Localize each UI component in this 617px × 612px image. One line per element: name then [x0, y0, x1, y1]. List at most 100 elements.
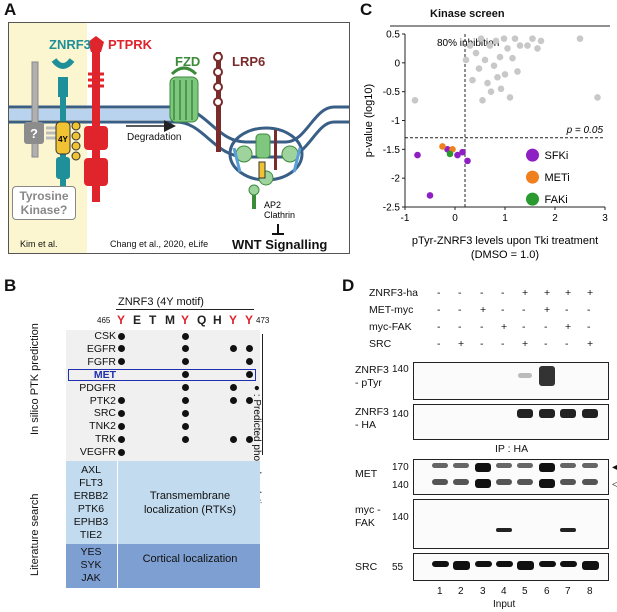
point-other [537, 37, 545, 45]
band-src [474, 561, 492, 567]
point-other [477, 35, 485, 42]
band-fak-7 [560, 528, 576, 532]
met-mw-170: 170 [392, 462, 409, 473]
point-other [475, 65, 483, 72]
point-sfki [454, 151, 461, 159]
phospho-dot [181, 371, 189, 379]
sign: - [480, 338, 484, 350]
seq-residue: T [149, 313, 157, 327]
kinase-flt3: FLT3 [79, 476, 103, 489]
kinase-ptk2: PTK2 [89, 394, 116, 407]
input-label: Input [493, 599, 516, 610]
wnt-signalling-label: WNT Signalling [232, 237, 328, 252]
phospho-3 [71, 141, 81, 151]
sign: - [480, 321, 484, 333]
chart-title: Kinase screen [430, 8, 505, 20]
seq-residue: H [213, 313, 222, 327]
point-other [529, 35, 536, 42]
seq-residue: E [133, 313, 142, 327]
kinase-csk: CSK [94, 330, 116, 342]
predicted-rule [262, 334, 263, 455]
ptprk-d1 [84, 126, 108, 150]
point-other [472, 49, 480, 57]
sign: - [480, 287, 484, 299]
sign: + [565, 321, 572, 333]
panel-label-b: B [4, 276, 17, 295]
lane-number: 8 [587, 586, 593, 597]
point-other [484, 79, 491, 87]
y-tick-label: 0.5 [386, 30, 400, 41]
blot-ha [413, 404, 609, 440]
phospho-dot [181, 345, 189, 353]
band-ha [517, 409, 533, 418]
kinase-stem [31, 61, 39, 158]
znrf3-head [58, 77, 68, 97]
legend-label: METi [545, 172, 570, 184]
y-tick-label: -1 [391, 116, 400, 127]
phospho-dot [117, 397, 125, 404]
row-label-2: myc-FAK [369, 321, 412, 333]
src-label: SRC [355, 561, 378, 573]
ptprk-label: PTPRK [108, 37, 153, 52]
point-other [497, 85, 505, 93]
legend-swatch [526, 170, 539, 184]
group-insilico-label: In silico PTK prediction [29, 323, 41, 435]
phospho-dot [181, 332, 189, 340]
phospho-dot [229, 397, 237, 404]
sign: + [480, 304, 487, 316]
phospho-dot [117, 358, 125, 366]
seq-start: 465 [97, 316, 111, 325]
band-met-170 [432, 463, 448, 468]
legend-swatch [526, 148, 539, 162]
band-met-170 [496, 463, 512, 468]
y-tick-label: 0 [394, 58, 400, 69]
point-other [494, 73, 501, 81]
cortical-bg [66, 544, 260, 589]
phospho-dot [229, 384, 237, 392]
band-met-140 [432, 479, 448, 485]
sign: - [501, 287, 505, 299]
lane-number: 6 [544, 586, 550, 597]
blot-src [413, 553, 609, 581]
kinase-fgfr: FGFR [87, 355, 116, 368]
kinase-src: SRC [93, 407, 116, 420]
seq-residue: Y [117, 313, 126, 327]
znrf3-label: ZNRF3 [49, 37, 91, 52]
point-other [506, 94, 514, 101]
phospho-dot [245, 345, 253, 353]
legend-swatch [526, 192, 539, 206]
phospho-dot [245, 397, 253, 404]
blot1-label-2: - pTyr [355, 377, 382, 389]
phospho-dot [245, 358, 253, 366]
sign: - [437, 338, 441, 350]
kinase-body [24, 122, 44, 144]
point-other [509, 54, 516, 62]
band-src [452, 561, 470, 570]
inhibit-symbol [272, 224, 284, 235]
band-met-140 [539, 479, 555, 488]
src-mw: 55 [392, 562, 404, 573]
sign: + [458, 338, 465, 350]
sign: - [437, 304, 441, 316]
insilico-bg [66, 330, 260, 461]
cortical-divider [117, 544, 118, 589]
seq-residue: M [165, 313, 175, 327]
point-other [514, 68, 521, 75]
fzd-receptor [169, 66, 199, 123]
kinase-jak: JAK [81, 572, 101, 585]
band-src [495, 561, 513, 567]
lane-number: 2 [458, 586, 464, 597]
kinase-axl: AXL [81, 464, 101, 476]
phospho-dot [117, 332, 125, 340]
x-axis-label: pTyr-ZNRF3 levels upon Tki treatment [412, 235, 598, 247]
point-other [490, 62, 498, 70]
ptprk-d2 [84, 158, 108, 186]
band-src [516, 561, 534, 570]
point-other [462, 56, 470, 64]
band-met-140 [496, 479, 512, 485]
ap2-complex [248, 184, 260, 209]
point-faki [446, 150, 454, 158]
sign: - [458, 304, 462, 316]
